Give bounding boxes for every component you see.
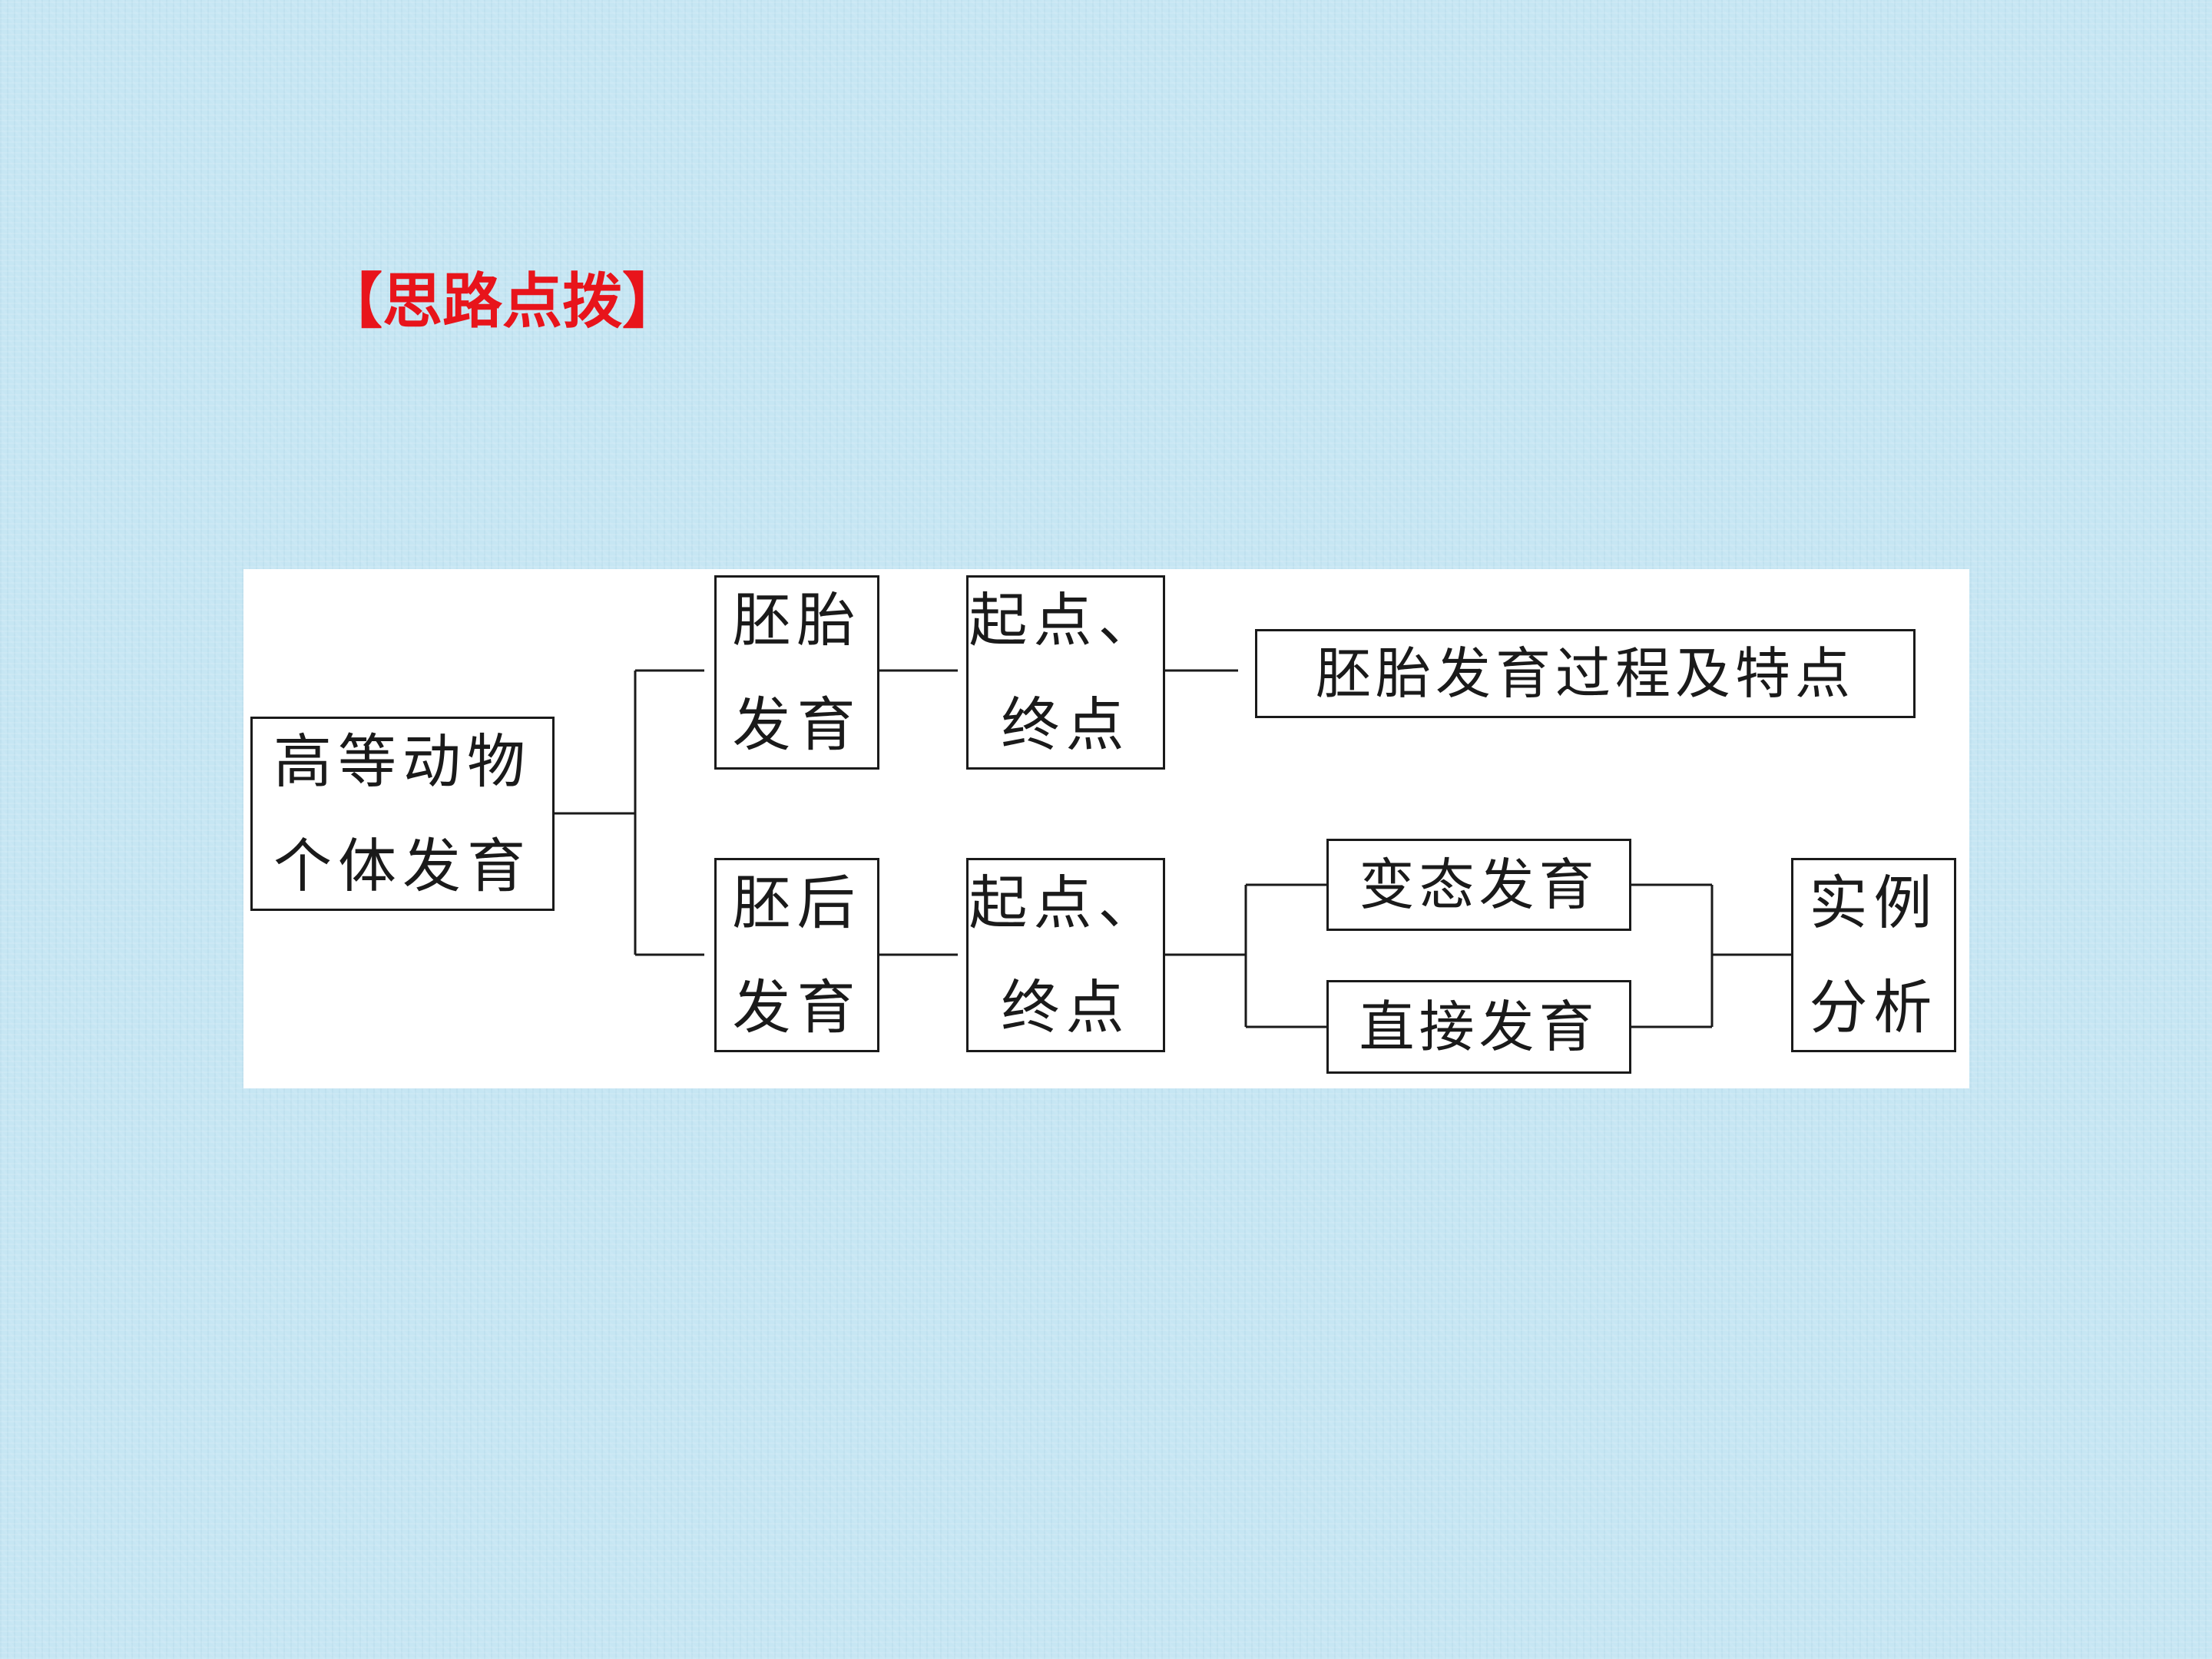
embryo-detail-label: 胚胎发育过程及特点	[1315, 641, 1855, 706]
metamorphosis-box: 变态发育	[1326, 839, 1631, 931]
metamorphosis-label: 变态发育	[1359, 853, 1599, 917]
concept-diagram: 高等动物 个体发育 胚胎 发育 起点、 终点 胚胎发育过程及特点 胚后 发育 起…	[243, 569, 1969, 1088]
root-box: 高等动物 个体发育	[250, 717, 555, 911]
example-line1: 实例	[1809, 868, 1939, 937]
embryo-stage-box: 胚胎 发育	[714, 575, 879, 770]
example-line2: 分析	[1809, 972, 1939, 1041]
direct-development-label: 直接发育	[1359, 995, 1599, 1059]
postembryo-endpoints-box: 起点、 终点	[966, 858, 1165, 1052]
embryo-endpoints-line1: 起点、	[969, 585, 1163, 654]
embryo-endpoints-box: 起点、 终点	[966, 575, 1165, 770]
postembryo-endpoints-line2: 终点	[1001, 972, 1131, 1041]
postembryo-stage-line2: 发育	[732, 972, 862, 1041]
postembryo-stage-box: 胚后 发育	[714, 858, 879, 1052]
root-line1: 高等动物	[273, 727, 531, 796]
connector-lines	[555, 669, 1791, 1028]
direct-development-box: 直接发育	[1326, 980, 1631, 1074]
section-heading: 【思路点拨】	[323, 267, 683, 336]
embryo-stage-line2: 发育	[732, 690, 862, 759]
postembryo-stage-line1: 胚后	[732, 868, 862, 937]
postembryo-endpoints-line1: 起点、	[969, 868, 1163, 937]
embryo-detail-box: 胚胎发育过程及特点	[1255, 629, 1916, 718]
root-line2: 个体发育	[273, 831, 531, 900]
example-analysis-box: 实例 分析	[1791, 858, 1956, 1052]
embryo-endpoints-line2: 终点	[1001, 690, 1131, 759]
embryo-stage-line1: 胚胎	[732, 585, 862, 654]
